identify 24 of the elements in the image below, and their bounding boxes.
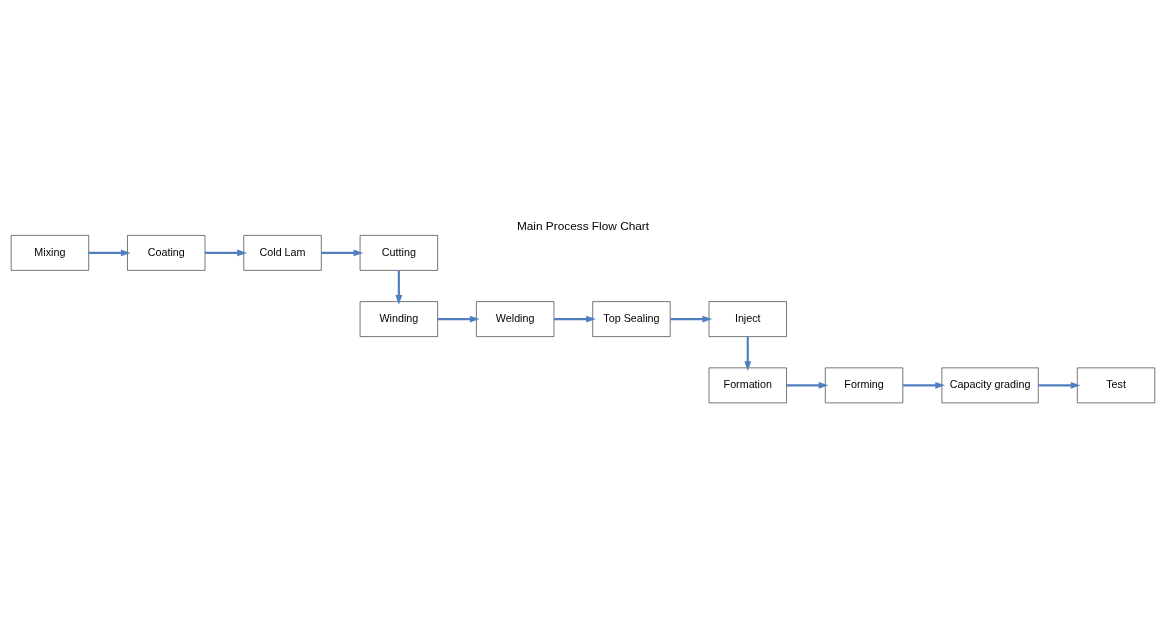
node-box: Coating (127, 234, 206, 271)
node-box: Test (1077, 367, 1156, 403)
node-box: Capacity grading (941, 367, 1039, 403)
arrow (1038, 381, 1081, 389)
node-box: Inject (708, 300, 787, 337)
node-box: Top Sealing (592, 300, 671, 337)
arrow (554, 315, 596, 322)
node-box: Forming (825, 367, 904, 403)
arrow (670, 315, 713, 322)
arrow (395, 270, 403, 305)
node-box: Welding (476, 300, 555, 337)
node-box: Cutting (359, 234, 438, 271)
arrow (902, 381, 945, 389)
diagram-title: Main Process Flow Chart (516, 218, 650, 233)
node-box: Formation (708, 367, 787, 403)
node-box: Cold Lam (243, 234, 322, 271)
arrow (205, 249, 247, 256)
node-box: Winding (359, 300, 438, 337)
arrow (786, 381, 829, 389)
node-box: Mixing (10, 234, 89, 271)
arrow (437, 315, 480, 322)
arrow (88, 249, 131, 256)
arrow (744, 336, 752, 371)
arrow (321, 249, 364, 256)
